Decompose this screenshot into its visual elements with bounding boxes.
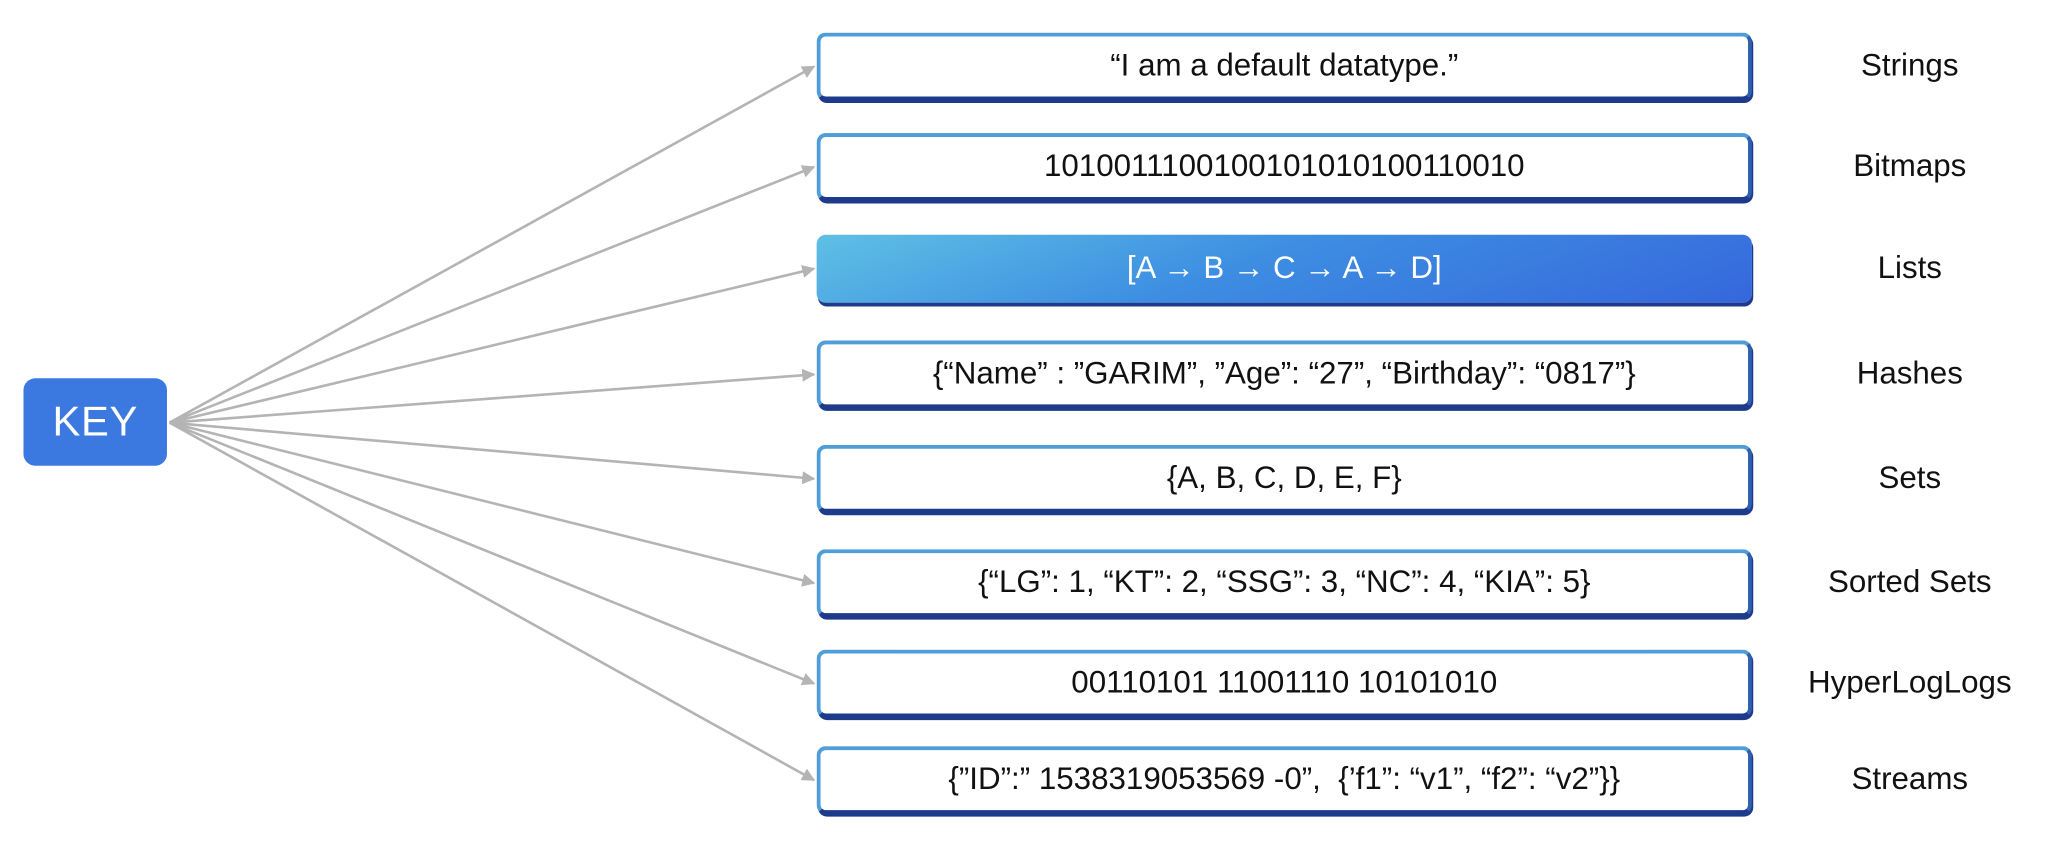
key-node: KEY — [23, 378, 167, 466]
arrow-to-hyperloglogs — [169, 421, 816, 686]
lists-example: [A → B → C → A → D] — [1126, 250, 1442, 286]
arrow-to-sorted-sets — [169, 421, 816, 587]
hyperloglogs-box: 00110101 11001110 10101010 — [816, 649, 1752, 718]
hyperloglogs-example: 00110101 11001110 10101010 — [1071, 665, 1498, 701]
bitmaps-example: 1010011100100101010100110010 — [1043, 148, 1525, 184]
hyperloglogs-label: HyperLogLogs — [1807, 665, 2012, 701]
hashes-label: Hashes — [1856, 356, 1963, 392]
hashes-example: {“Name” : ”GARIM”, ”Age”: “27”, “Birthda… — [932, 356, 1636, 392]
arrow-to-streams — [168, 421, 816, 782]
lists-box: [A → B → C → A → D] — [816, 234, 1752, 303]
hashes-box: {“Name” : ”GARIM”, ”Age”: “27”, “Birthda… — [816, 340, 1752, 409]
bitmaps-label: Bitmaps — [1853, 148, 1967, 184]
strings-box: “I am a default datatype.” — [816, 32, 1752, 101]
streams-label: Streams — [1851, 761, 1969, 798]
arrow-to-bitmaps — [169, 165, 816, 424]
arrow-to-lists — [169, 265, 816, 424]
sorted-sets-label: Sorted Sets — [1827, 564, 1992, 601]
sorted-sets-box: {“LG”: 1, “KT”: 2, “SSG”: 3, “NC”: 4, “K… — [816, 549, 1752, 618]
sets-label: Sets — [1878, 460, 1942, 496]
key-label: KEY — [52, 397, 138, 445]
streams-box: {”ID”:” 1538319053569 -0”, {’f1”: “v1”, … — [816, 746, 1752, 815]
streams-example: {”ID”:” 1538319053569 -0”, {’f1”: “v1”, … — [948, 761, 1621, 798]
bitmaps-box: 1010011100100101010100110010 — [816, 133, 1752, 201]
lists-label: Lists — [1877, 250, 1942, 286]
sorted-sets-example: {“LG”: 1, “KT”: 2, “SSG”: 3, “NC”: 4, “K… — [978, 564, 1591, 601]
arrow-to-hashes — [169, 368, 816, 424]
sets-box: {A, B, C, D, E, F} — [816, 444, 1752, 513]
arrow-to-sets — [169, 421, 816, 485]
strings-example: “I am a default datatype.” — [1110, 48, 1459, 84]
strings-label: Strings — [1861, 48, 1959, 84]
sets-example: {A, B, C, D, E, F} — [1166, 460, 1402, 496]
arrow-to-strings — [168, 65, 816, 424]
